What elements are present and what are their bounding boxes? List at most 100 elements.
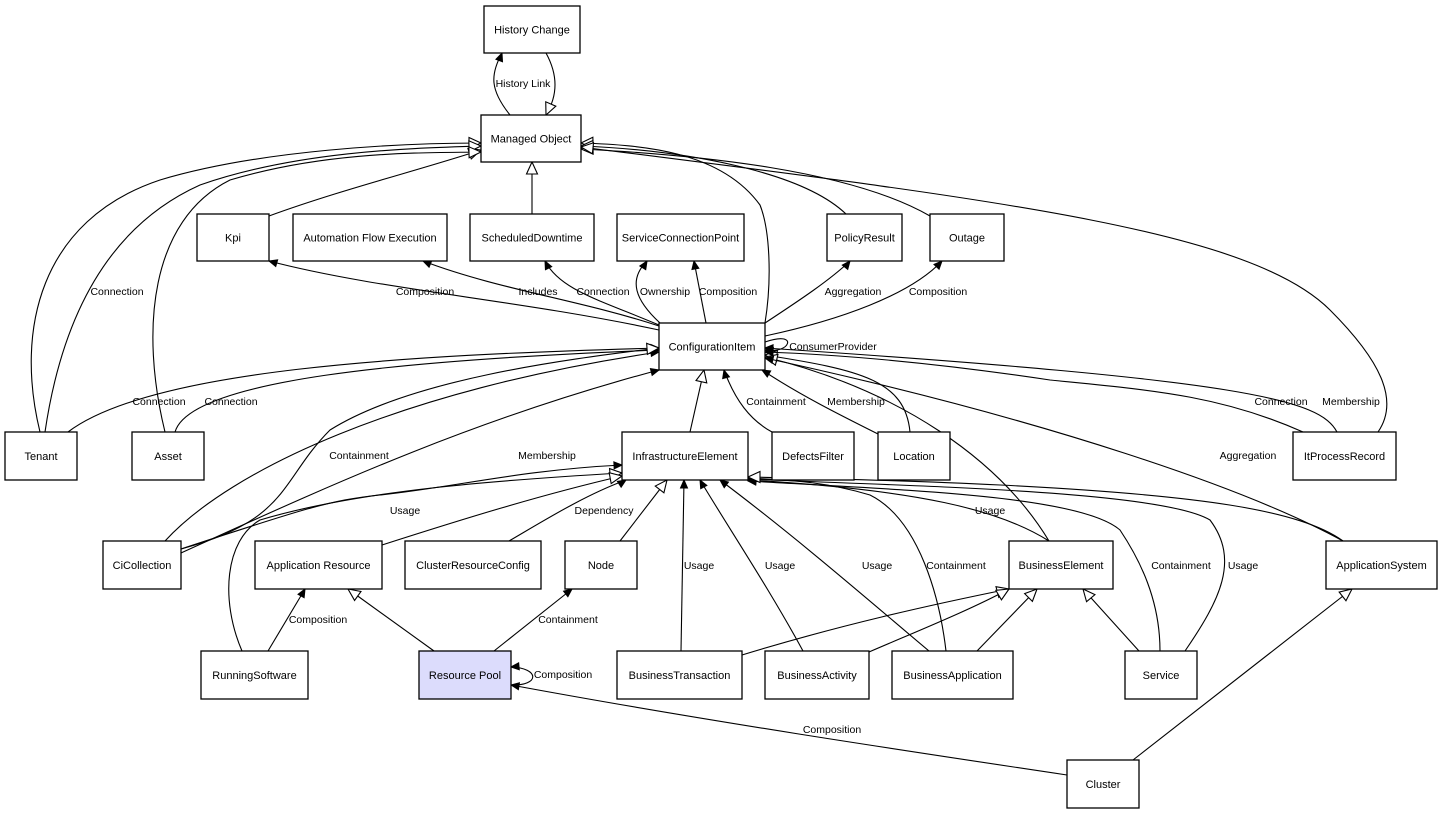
edge-line[interactable] xyxy=(699,479,804,652)
node-box[interactable] xyxy=(891,650,1014,700)
edge-configuration_item-to-outage[interactable] xyxy=(764,260,943,337)
edge-it_process_record-to-managed_object[interactable] xyxy=(579,141,1388,433)
node-policy-result[interactable]: PolicyResult xyxy=(826,213,903,262)
node-asset[interactable]: Asset xyxy=(131,431,205,481)
node-service[interactable]: Service xyxy=(1124,650,1198,700)
edge-line[interactable] xyxy=(747,480,1161,652)
edge-line[interactable] xyxy=(619,479,668,542)
edge-business_transaction-to-business_element[interactable] xyxy=(741,586,1011,656)
edge-line[interactable] xyxy=(347,588,435,652)
node-box[interactable] xyxy=(102,540,182,590)
edge-cluster-to-application_system[interactable] xyxy=(1132,588,1354,761)
edge-line[interactable] xyxy=(764,260,943,337)
edge-line[interactable] xyxy=(44,145,482,433)
node-box[interactable] xyxy=(1008,540,1114,590)
node-box[interactable] xyxy=(483,5,581,54)
edge-line[interactable] xyxy=(764,356,1050,542)
node-box[interactable] xyxy=(131,431,205,481)
edge-asset-to-configuration_item[interactable] xyxy=(174,345,661,433)
node-box[interactable] xyxy=(564,540,638,590)
edge-line[interactable] xyxy=(544,260,660,326)
node-managed-object[interactable]: Managed Object xyxy=(480,114,582,163)
node-box[interactable] xyxy=(826,213,903,262)
edge-cluster_resource_config-to-infrastructure_element[interactable] xyxy=(508,479,628,542)
edge-line[interactable] xyxy=(580,148,931,217)
node-service-connection-point[interactable]: ServiceConnectionPoint xyxy=(616,213,745,262)
node-infrastructure-element[interactable]: InfrastructureElement xyxy=(621,431,749,481)
edge-line[interactable] xyxy=(680,479,685,652)
node-box[interactable] xyxy=(469,213,595,262)
edge-line[interactable] xyxy=(741,588,1010,656)
node-box[interactable] xyxy=(877,431,951,481)
edge-line[interactable] xyxy=(764,357,1344,542)
node-history-change[interactable]: History Change xyxy=(483,5,581,54)
edge-application_system-to-configuration_item[interactable] xyxy=(763,355,1344,542)
edge-running_software-to-application_resource[interactable] xyxy=(267,587,306,652)
edge-line[interactable] xyxy=(510,666,534,686)
edge-application_resource-to-infrastructure_element[interactable] xyxy=(381,471,624,546)
edge-line[interactable] xyxy=(747,478,1226,652)
edge-defects_filter-to-configuration_item[interactable] xyxy=(722,368,773,433)
node-it-process-record[interactable]: ItProcessRecord xyxy=(1292,431,1397,481)
edge-application_system-to-infrastructure_element[interactable] xyxy=(746,470,1344,542)
edge-history_change-to-managed_object[interactable] xyxy=(545,52,557,117)
edge-line[interactable] xyxy=(764,351,1304,433)
node-box[interactable] xyxy=(1066,759,1140,809)
edge-line[interactable] xyxy=(422,260,660,327)
edge-line[interactable] xyxy=(180,347,660,550)
edge-configuration_item-to-service_connection_point[interactable] xyxy=(635,259,661,324)
edge-kpi-to-managed_object[interactable] xyxy=(268,147,483,217)
node-business-element[interactable]: BusinessElement xyxy=(1008,540,1114,590)
edge-business_transaction-to-infrastructure_element[interactable] xyxy=(679,478,689,652)
node-business-application[interactable]: BusinessApplication xyxy=(891,650,1014,700)
edge-business_application-to-infrastructure_element[interactable] xyxy=(719,479,930,652)
edge-location-to-configuration_item[interactable] xyxy=(760,369,879,435)
edge-line[interactable] xyxy=(267,588,306,652)
edge-line[interactable] xyxy=(180,369,660,554)
node-box[interactable] xyxy=(292,213,448,262)
edge-line[interactable] xyxy=(268,149,482,217)
node-box[interactable] xyxy=(1292,431,1397,481)
edge-line[interactable] xyxy=(508,479,627,542)
edge-asset-to-managed_object[interactable] xyxy=(152,145,483,433)
edge-business_activity-to-infrastructure_element[interactable] xyxy=(699,478,804,652)
node-business-transaction[interactable]: BusinessTransaction xyxy=(616,650,743,700)
edge-line[interactable] xyxy=(723,369,773,433)
node-box[interactable] xyxy=(621,431,749,481)
edge-line[interactable] xyxy=(764,347,1338,433)
node-box[interactable] xyxy=(404,540,542,590)
edge-managed_object-to-history_change[interactable] xyxy=(493,51,511,116)
node-location[interactable]: Location xyxy=(877,431,951,481)
edge-line[interactable] xyxy=(761,369,879,435)
edge-line[interactable] xyxy=(1132,588,1353,761)
node-configuration-item[interactable]: ConfigurationItem xyxy=(658,322,766,371)
node-box[interactable] xyxy=(1325,540,1438,590)
edge-node-to-infrastructure_element[interactable] xyxy=(619,478,668,542)
edge-configuration_item-to-scheduled_downtime[interactable] xyxy=(544,259,660,326)
node-outage[interactable]: Outage xyxy=(929,213,1005,262)
edge-line[interactable] xyxy=(67,347,660,433)
node-application-resource[interactable]: Application Resource xyxy=(254,540,383,590)
edge-line[interactable] xyxy=(580,142,770,324)
edge-scheduled_downtime-to-managed_object[interactable] xyxy=(525,160,539,214)
edge-line[interactable] xyxy=(1082,588,1140,652)
edge-line[interactable] xyxy=(152,151,482,433)
node-box[interactable] xyxy=(616,213,745,262)
edge-line[interactable] xyxy=(174,349,660,433)
node-automation-flow-execution[interactable]: Automation Flow Execution xyxy=(292,213,448,262)
edge-resource_pool-to-application_resource[interactable] xyxy=(346,588,435,652)
edge-cluster-to-resource_pool[interactable] xyxy=(509,682,1068,776)
edge-line[interactable] xyxy=(493,588,573,652)
node-scheduled-downtime[interactable]: ScheduledDowntime xyxy=(469,213,595,262)
edge-line[interactable] xyxy=(30,142,482,433)
node-box[interactable] xyxy=(480,114,582,163)
node-box[interactable] xyxy=(196,213,270,262)
edge-line[interactable] xyxy=(228,472,623,652)
edge-service-to-business_element[interactable] xyxy=(1082,587,1140,652)
edge-ci_collection-to-configuration_item[interactable] xyxy=(180,342,661,550)
edge-resource_pool-to-resource_pool[interactable] xyxy=(509,661,534,686)
edge-business_application-to-business_element[interactable] xyxy=(976,588,1038,652)
edge-business_activity-to-business_element[interactable] xyxy=(868,588,1011,653)
node-box[interactable] xyxy=(929,213,1005,262)
node-cluster[interactable]: Cluster xyxy=(1066,759,1140,809)
